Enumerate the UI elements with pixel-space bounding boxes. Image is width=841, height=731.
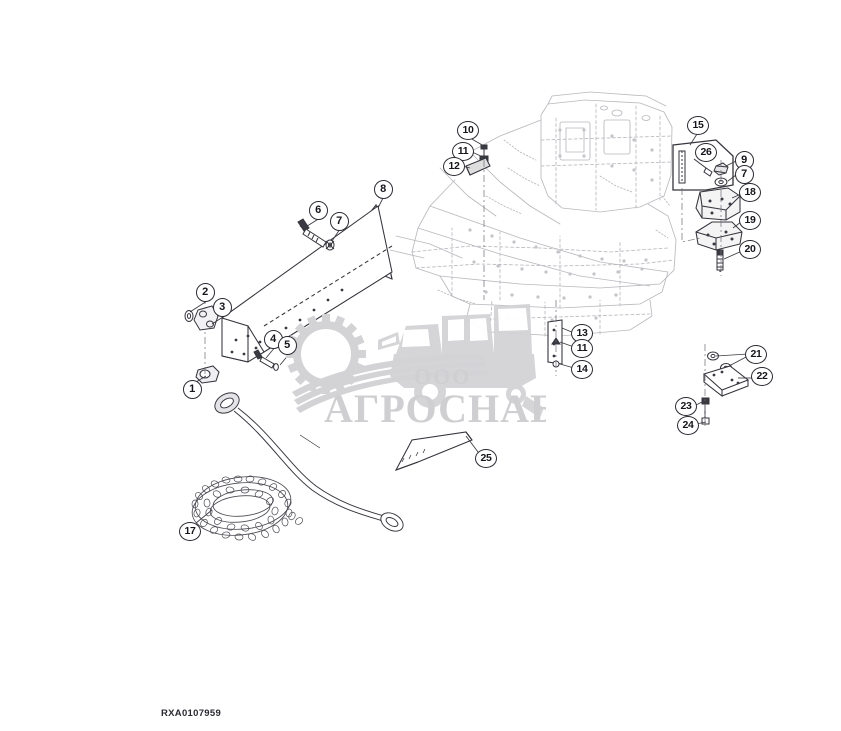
callout-12[interactable]: 12	[443, 156, 465, 176]
part-24-bolt	[701, 404, 710, 425]
callout-5[interactable]: 5	[277, 335, 297, 355]
part-6-cap-screw	[297, 218, 327, 248]
part-17-chain	[191, 475, 303, 541]
callout-1[interactable]: 1	[182, 379, 202, 399]
part-15-mounting-plate	[672, 139, 734, 191]
callout-11b[interactable]: 11	[571, 338, 593, 358]
machine-frame-phantom	[389, 91, 677, 337]
part-26-bolt	[678, 150, 713, 184]
callout-15[interactable]: 15	[687, 115, 709, 135]
callout-23[interactable]: 23	[675, 396, 697, 416]
part-2-washer	[184, 310, 194, 322]
callout-10[interactable]: 10	[457, 120, 479, 140]
part-20-bolt	[716, 249, 724, 272]
callout-7b[interactable]: 7	[734, 164, 754, 184]
callout-7a[interactable]: 7	[329, 211, 349, 231]
callout-18[interactable]: 18	[739, 182, 761, 202]
callout-17[interactable]: 17	[179, 521, 201, 541]
part-9-nut	[713, 162, 729, 176]
callout-20[interactable]: 20	[739, 239, 761, 259]
part-7-washer-left	[325, 239, 335, 251]
part-sling-cable	[214, 392, 404, 532]
part-5-washer	[273, 363, 279, 371]
centerline-plate-block	[681, 188, 701, 243]
part-18-mount-block	[695, 187, 741, 221]
callout-22[interactable]: 22	[751, 366, 773, 386]
part-22-bracket-plate	[702, 365, 750, 398]
part-1-bushing	[195, 365, 220, 384]
part-19-mount-block	[695, 221, 743, 251]
callout-11a[interactable]: 11	[452, 141, 474, 161]
part-10-pin	[480, 144, 488, 156]
callout-3[interactable]: 3	[212, 297, 232, 317]
callout-2[interactable]: 2	[195, 282, 215, 302]
callout-21[interactable]: 21	[745, 344, 767, 364]
drawing-number: RXA0107959	[161, 708, 222, 719]
part-25-serrated-bracket	[394, 431, 473, 471]
callout-8[interactable]: 8	[373, 179, 393, 199]
callout-14[interactable]: 14	[571, 359, 593, 379]
callout-6[interactable]: 6	[308, 200, 328, 220]
part-4-bolt	[253, 349, 275, 369]
callout-26[interactable]: 26	[695, 142, 717, 162]
callout-19[interactable]: 19	[739, 210, 761, 230]
callout-25[interactable]: 25	[475, 448, 497, 468]
callout-24[interactable]: 24	[677, 415, 699, 435]
